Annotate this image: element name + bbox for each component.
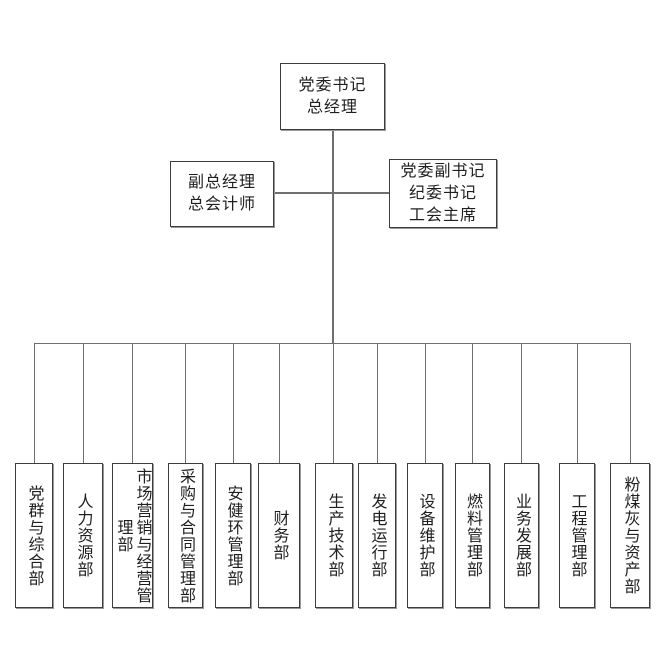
connector-drop xyxy=(83,343,84,463)
node-label: 生产技术部 xyxy=(325,493,343,578)
connector-drop xyxy=(377,343,378,463)
connector-drop xyxy=(233,343,234,463)
node-dept-production-technology: 生产技术部 xyxy=(315,463,353,608)
node-dept-power-generation-operation: 发电运行部 xyxy=(358,463,396,608)
node-deputy-party-secretary: 党委副书记 纪委书记 工会主席 xyxy=(389,159,497,228)
connector-trunk xyxy=(332,130,334,343)
node-label: 党委副书记 纪委书记 工会主席 xyxy=(400,162,486,224)
node-label: 设备维护部 xyxy=(416,493,434,578)
node-label: 安健环管理部 xyxy=(224,484,242,587)
node-label: 业务发展部 xyxy=(513,493,530,578)
node-dept-procurement-contracts: 采购与合同管理部 xyxy=(168,463,203,608)
connector-drop xyxy=(185,343,186,463)
node-dept-fly-ash-assets: 粉煤灰与资产部 xyxy=(610,463,650,608)
node-label: 党群与综合部 xyxy=(25,484,43,587)
node-dept-finance: 财务部 xyxy=(258,463,300,608)
node-label: 粉煤灰与资产部 xyxy=(621,476,639,595)
connector-exec-link xyxy=(274,192,389,194)
connector-drop xyxy=(472,343,473,463)
node-party-secretary-general-manager: 党委书记 总经理 xyxy=(280,63,385,130)
node-label: 财务部 xyxy=(270,510,288,561)
node-dept-equipment-maintenance: 设备维护部 xyxy=(407,463,443,608)
node-dept-marketing-operations: 市场营销与经营管理部 xyxy=(112,463,153,608)
node-dept-safety-health-environment: 安健环管理部 xyxy=(215,463,251,608)
node-deputy-gm-chief-accountant: 副总经理 总会计师 xyxy=(170,161,274,227)
node-label: 采购与合同管理部 xyxy=(177,467,194,604)
node-label: 人力资源部 xyxy=(74,493,92,578)
connector-drop xyxy=(577,343,578,463)
node-dept-fuel-management: 燃料管理部 xyxy=(455,463,490,608)
connector-drop xyxy=(279,343,280,463)
node-label: 工程管理部 xyxy=(568,493,586,578)
node-dept-engineering-management: 工程管理部 xyxy=(559,463,595,608)
node-label: 发电运行部 xyxy=(368,493,386,578)
node-label: 市场营销与经营管理部 xyxy=(114,467,151,604)
node-dept-business-development: 业务发展部 xyxy=(504,463,539,608)
connector-drop xyxy=(132,343,133,463)
connector-drop xyxy=(333,343,334,463)
node-dept-human-resources: 人力资源部 xyxy=(63,463,103,608)
connector-drop xyxy=(630,343,631,463)
connector-drop xyxy=(425,343,426,463)
node-label: 党委书记 总经理 xyxy=(298,76,367,116)
connector-rail xyxy=(34,343,630,344)
connector-drop xyxy=(34,343,35,463)
node-label: 燃料管理部 xyxy=(464,493,481,578)
connector-drop xyxy=(521,343,522,463)
node-dept-party-mass-general: 党群与综合部 xyxy=(15,463,53,608)
node-label: 副总经理 总会计师 xyxy=(187,174,256,213)
